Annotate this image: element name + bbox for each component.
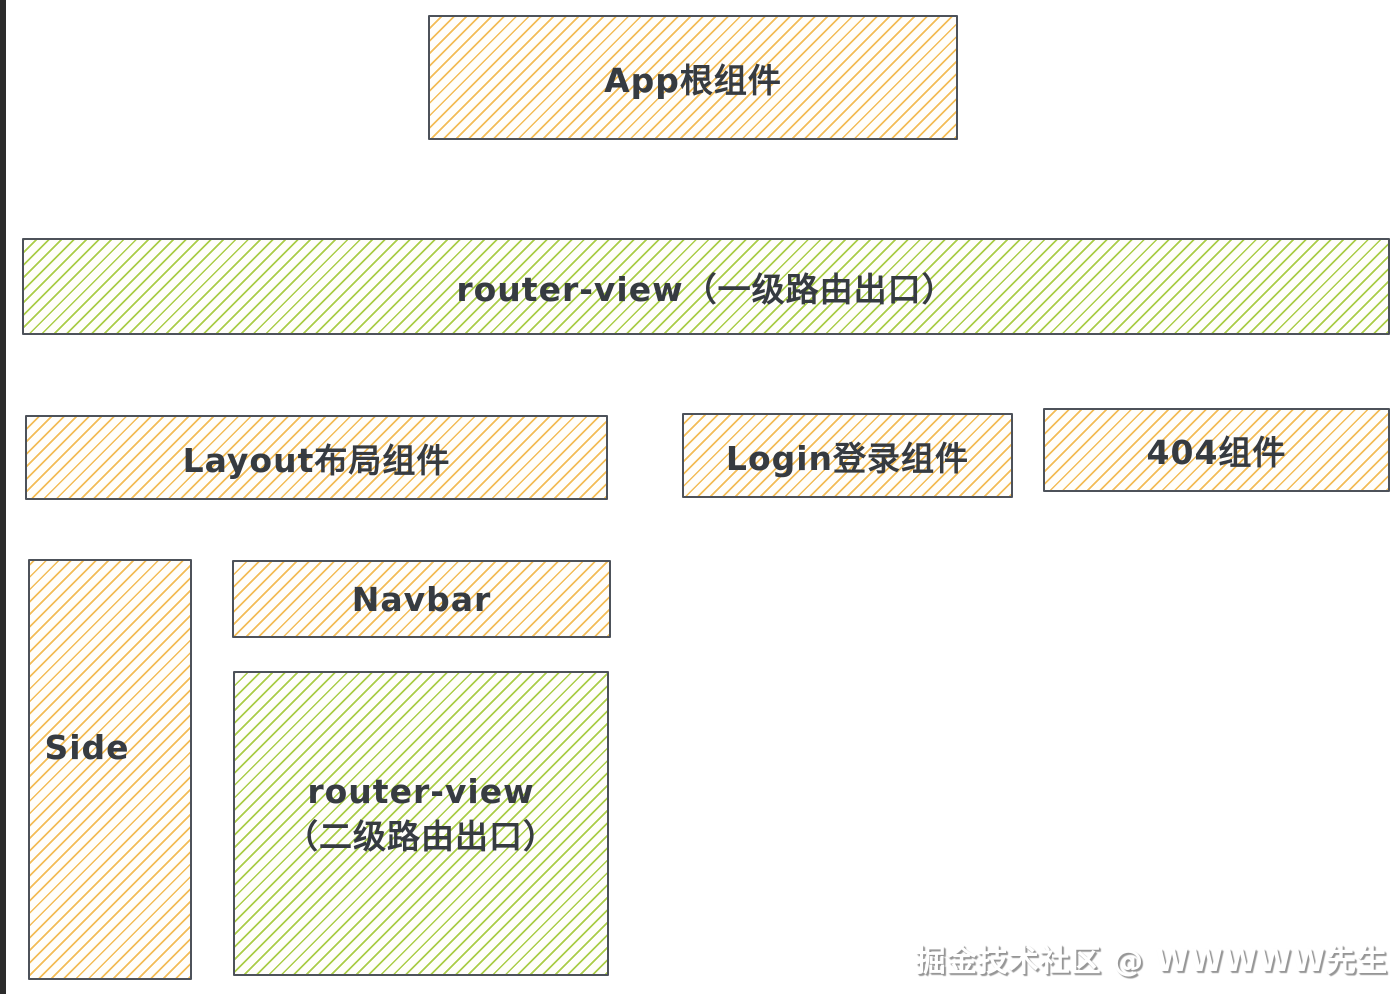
node-404: 404组件: [1043, 408, 1395, 497]
node-router-view-level1-label: router-view（一级路由出口）: [456, 269, 956, 309]
node-router-view-level2: router-view （二级路由出口）: [233, 671, 614, 981]
node-router-view-level2-label-line1: router-view: [307, 771, 535, 811]
node-navbar: Navbar: [232, 560, 616, 643]
node-app-root: App根组件: [428, 15, 963, 145]
node-layout: Layout布局组件: [25, 415, 613, 505]
node-404-label: 404组件: [1146, 433, 1287, 472]
node-side-label: Side: [44, 728, 130, 767]
left-edge-strip: [0, 0, 6, 994]
node-login-label: Login登录组件: [725, 438, 970, 478]
watermark: 掘金技术社区 @ WWWWW先生: [915, 944, 1388, 979]
node-side: Side: [28, 559, 197, 985]
node-navbar-label: Navbar: [351, 579, 492, 619]
node-router-view-level2-label-line2: （二级路由出口）: [285, 816, 557, 856]
node-login: Login登录组件: [682, 413, 1018, 503]
node-router-view-level1: router-view（一级路由出口）: [22, 238, 1395, 340]
node-layout-label: Layout布局组件: [182, 440, 451, 480]
node-app-root-label: App根组件: [604, 60, 782, 100]
